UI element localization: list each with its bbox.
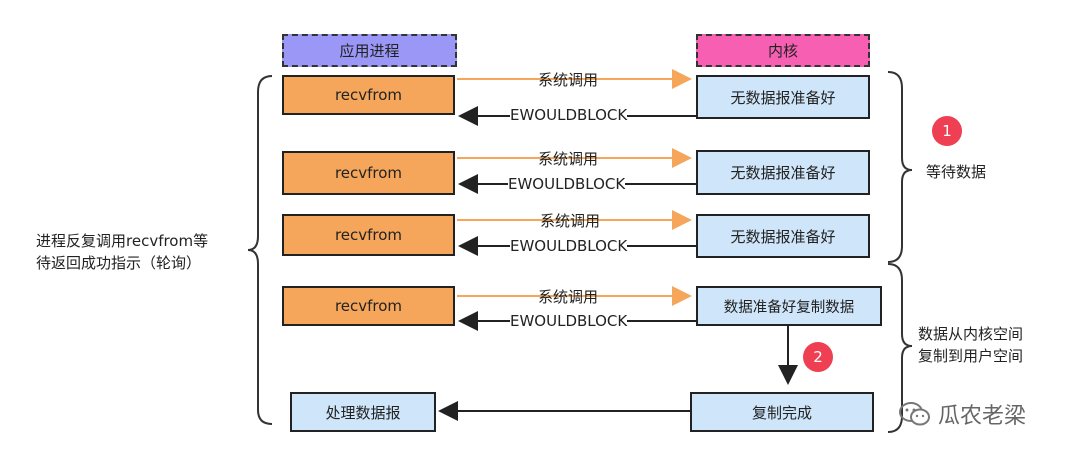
phase-1-badge: 1 [932, 116, 962, 146]
polling-label-line-1: 进程反复调用recvfrom等 [36, 232, 209, 250]
kernel-header: 内核 [696, 34, 870, 67]
left-brace [247, 75, 273, 425]
wechat-icon [899, 402, 930, 426]
kernel-box-4: 数据准备好复制数据 [696, 286, 882, 326]
call-label-4: 系统调用 [538, 288, 599, 306]
reply-label-1: EWOULDBLOCK [510, 106, 628, 124]
process-datagram-box: 处理数据报 [290, 392, 436, 432]
phase-2-label-line-1: 数据从内核空间 [918, 325, 1024, 343]
reply-label-3: EWOULDBLOCK [510, 237, 628, 255]
recvfrom-box-2: recvfrom [282, 151, 455, 195]
kernel-box-1: 无数据报准备好 [696, 75, 870, 119]
reply-label-2: EWOULDBLOCK [508, 175, 626, 193]
call-label-1: 系统调用 [538, 71, 599, 89]
polling-label: 进程反复调用recvfrom等 待返回成功指示（轮询） [36, 230, 208, 274]
kernel-box-3: 无数据报准备好 [696, 214, 870, 258]
copy-complete-box: 复制完成 [690, 392, 874, 432]
recvfrom-box-4: recvfrom [282, 286, 455, 326]
app-process-header: 应用进程 [282, 34, 457, 67]
kernel-box-2: 无数据报准备好 [696, 150, 870, 195]
call-label-3: 系统调用 [540, 212, 601, 230]
phase-2-badge: 2 [803, 342, 833, 372]
watermark-text: 瓜农老梁 [938, 404, 1027, 429]
phase-1-label: 等待数据 [926, 163, 987, 181]
reply-label-4: EWOULDBLOCK [510, 312, 628, 330]
polling-label-line-2: 待返回成功指示（轮询） [36, 254, 202, 272]
recvfrom-box-3: recvfrom [282, 214, 455, 256]
right-brace-1 [887, 71, 913, 263]
phase-2-label: 数据从内核空间 复制到用户空间 [918, 323, 1023, 367]
right-brace-2 [887, 263, 913, 433]
call-label-2: 系统调用 [538, 150, 599, 168]
call-arrows [457, 69, 692, 306]
phase-2-label-line-2: 复制到用户空间 [918, 347, 1024, 365]
watermark: 瓜农老梁 [898, 398, 1026, 430]
recvfrom-box-1: recvfrom [282, 75, 455, 115]
